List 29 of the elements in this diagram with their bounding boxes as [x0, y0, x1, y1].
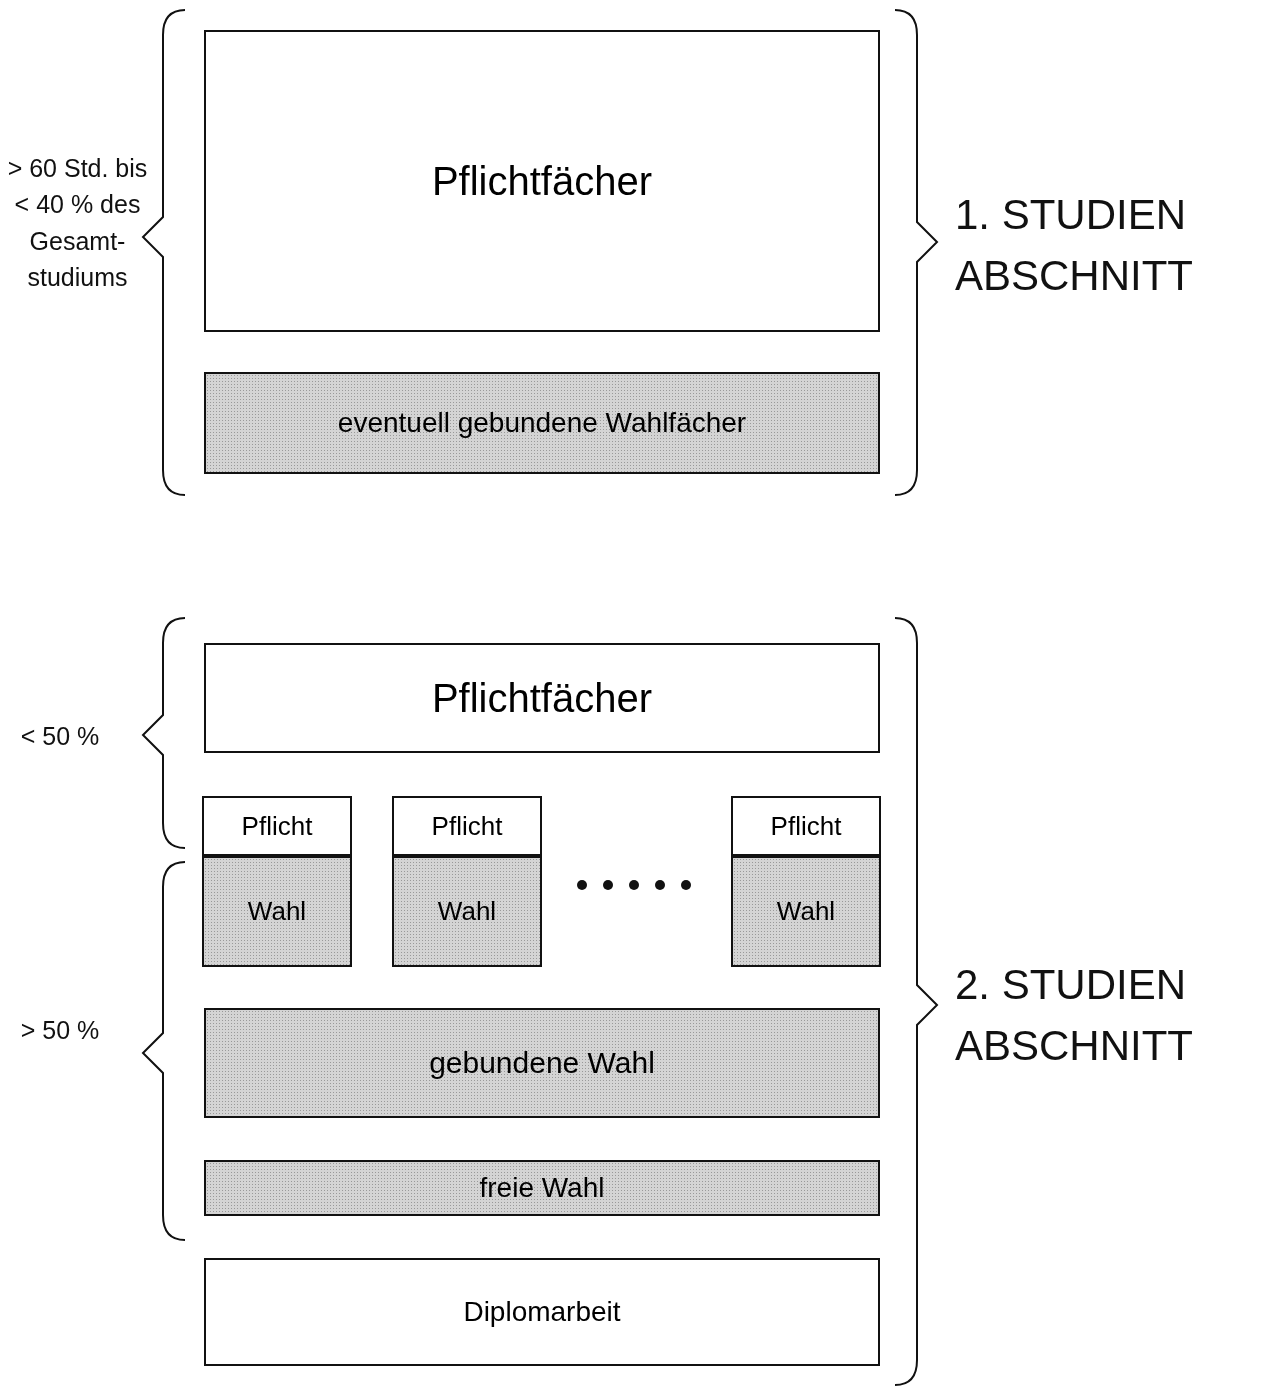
range-note: > 60 Std. bis < 40 % des Gesamt- studiums: [6, 153, 149, 293]
box-label: Wahl: [437, 896, 497, 927]
box-label: freie Wahl: [479, 1172, 605, 1204]
section-title: 1. STUDIEN ABSCHNITT: [955, 190, 1194, 301]
box-label: gebundene Wahl: [429, 1046, 655, 1080]
percent-note: < 50 %: [19, 721, 101, 752]
box-label: Pflicht: [431, 810, 503, 842]
shaded-box: [204, 1008, 880, 1118]
subject-box: [731, 796, 881, 856]
box-label: eventuell gebundene Wahlfächer: [337, 407, 747, 439]
subject-box: [204, 30, 880, 332]
subject-box: [204, 643, 880, 753]
box-label: Pflicht: [241, 810, 313, 842]
percent-note: > 50 %: [19, 1015, 101, 1046]
box-label: Pflicht: [770, 810, 842, 842]
box-label: Pflichtfächer: [431, 675, 653, 721]
box-label: Pflichtfächer: [431, 158, 653, 204]
shaded-box: [204, 372, 880, 474]
shaded-box: [731, 856, 881, 967]
section-title: 2. STUDIEN ABSCHNITT: [955, 960, 1194, 1071]
shaded-box: [392, 856, 542, 967]
subject-box: [392, 796, 542, 856]
shaded-box: [204, 1160, 880, 1216]
subject-box: [204, 1258, 880, 1366]
subject-box: [202, 796, 352, 856]
box-label: Wahl: [776, 896, 836, 927]
shaded-box: [202, 856, 352, 967]
box-label: Diplomarbeit: [463, 1296, 621, 1328]
box-label: Wahl: [247, 896, 307, 927]
